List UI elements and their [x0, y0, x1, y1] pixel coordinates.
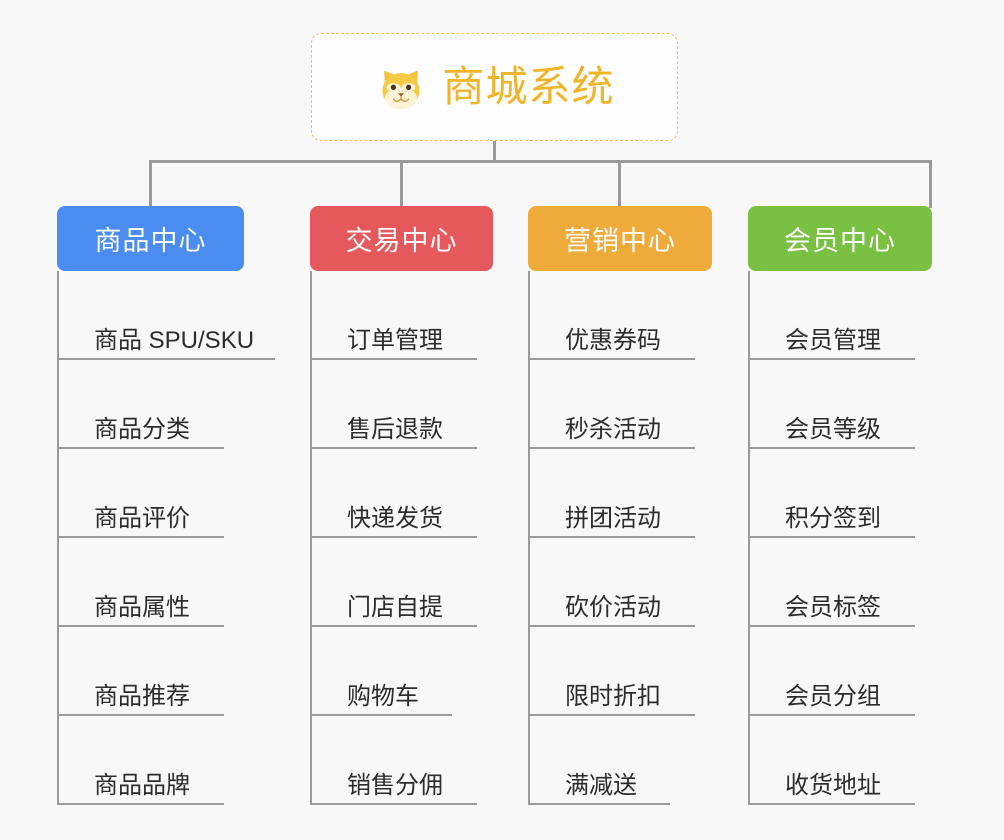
leaf-item[interactable]: 订单管理 [312, 271, 493, 360]
category-column-trade-center: 交易中心订单管理售后退款快递发货门店自提购物车销售分佣 [310, 206, 493, 805]
leaf-item[interactable]: 快递发货 [312, 449, 493, 538]
leaf-label: 秒杀活动 [565, 416, 661, 444]
leaf-label: 门店自提 [347, 594, 443, 622]
leaf-list-marketing-center: 优惠券码秒杀活动拼团活动砍价活动限时折扣满减送 [528, 271, 712, 805]
leaf-list-member-center: 会员管理会员等级积分签到会员标签会员分组收货地址 [748, 271, 932, 805]
category-label: 会员中心 [784, 226, 896, 256]
leaf-underline [312, 714, 452, 716]
leaf-underline [750, 447, 915, 449]
category-header-trade-center[interactable]: 交易中心 [310, 206, 493, 271]
leaf-list-product-center: 商品 SPU/SKU 商品分类商品评价商品属性商品推荐商品品牌 [57, 271, 275, 805]
leaf-label: 会员标签 [785, 594, 881, 622]
leaf-item[interactable]: 商品属性 [59, 538, 244, 627]
leaf-underline [530, 447, 695, 449]
leaf-underline [530, 358, 695, 360]
leaf-underline [530, 536, 695, 538]
leaf-label: 商品 SPU/SKU [94, 327, 255, 355]
leaf-label: 快递发货 [347, 505, 443, 533]
leaf-item[interactable]: 会员等级 [750, 360, 932, 449]
connector-drop-3 [929, 160, 932, 208]
leaf-item[interactable]: 限时折扣 [530, 627, 712, 716]
leaf-item[interactable]: 商品品牌 [59, 716, 244, 805]
connector-root-stem [493, 141, 496, 162]
root-node[interactable]: 商城系统 [311, 33, 678, 141]
leaf-item[interactable]: 商品 SPU/SKU [59, 271, 275, 360]
category-header-product-center[interactable]: 商品中心 [57, 206, 244, 271]
leaf-underline [312, 358, 477, 360]
category-label: 营销中心 [564, 226, 676, 256]
leaf-item[interactable]: 门店自提 [312, 538, 493, 627]
leaf-label: 收货地址 [785, 772, 881, 800]
leaf-underline [59, 447, 224, 449]
leaf-label: 商品推荐 [94, 683, 190, 711]
leaf-label: 销售分佣 [347, 772, 443, 800]
leaf-underline [59, 803, 224, 805]
leaf-list-trade-center: 订单管理售后退款快递发货门店自提购物车销售分佣 [310, 271, 493, 805]
leaf-underline [530, 625, 695, 627]
leaf-underline [312, 625, 477, 627]
category-header-member-center[interactable]: 会员中心 [748, 206, 932, 271]
connector-drop-1 [400, 160, 403, 208]
leaf-underline [750, 536, 915, 538]
leaf-label: 商品品牌 [94, 772, 190, 800]
leaf-item[interactable]: 购物车 [312, 627, 493, 716]
leaf-label: 拼团活动 [565, 505, 661, 533]
leaf-underline [530, 803, 670, 805]
leaf-item[interactable]: 会员分组 [750, 627, 932, 716]
leaf-label: 购物车 [347, 683, 419, 711]
leaf-item[interactable]: 商品分类 [59, 360, 244, 449]
leaf-item[interactable]: 砍价活动 [530, 538, 712, 627]
leaf-label: 会员分组 [785, 683, 881, 711]
category-label: 交易中心 [345, 226, 458, 256]
leaf-label: 满减送 [565, 772, 637, 800]
leaf-underline [312, 447, 477, 449]
leaf-item[interactable]: 拼团活动 [530, 449, 712, 538]
leaf-item[interactable]: 商品推荐 [59, 627, 244, 716]
leaf-underline [750, 714, 915, 716]
leaf-label: 会员管理 [785, 327, 881, 355]
leaf-item[interactable]: 积分签到 [750, 449, 932, 538]
leaf-label: 订单管理 [347, 327, 443, 355]
leaf-label: 砍价活动 [565, 594, 661, 622]
connector-drop-2 [618, 160, 621, 208]
category-column-member-center: 会员中心会员管理会员等级积分签到会员标签会员分组收货地址 [748, 206, 932, 805]
leaf-item[interactable]: 满减送 [530, 716, 712, 805]
leaf-item[interactable]: 会员标签 [750, 538, 932, 627]
leaf-underline [59, 358, 275, 360]
connector-bus [149, 160, 932, 163]
category-header-marketing-center[interactable]: 营销中心 [528, 206, 712, 271]
leaf-underline [312, 536, 477, 538]
category-column-product-center: 商品中心商品 SPU/SKU 商品分类商品评价商品属性商品推荐商品品牌 [57, 206, 275, 805]
leaf-underline [750, 625, 915, 627]
shiba-dog-icon [374, 62, 428, 116]
leaf-label: 限时折扣 [565, 683, 661, 711]
leaf-underline [750, 358, 915, 360]
root-title: 商城系统 [442, 63, 615, 110]
leaf-underline [59, 625, 224, 627]
leaf-underline [312, 803, 477, 805]
leaf-underline [59, 714, 224, 716]
leaf-label: 商品评价 [94, 505, 190, 533]
leaf-item[interactable]: 优惠券码 [530, 271, 712, 360]
leaf-label: 商品属性 [94, 594, 190, 622]
connector-drop-0 [149, 160, 152, 208]
leaf-label: 商品分类 [94, 416, 190, 444]
leaf-label: 优惠券码 [565, 327, 661, 355]
leaf-item[interactable]: 收货地址 [750, 716, 932, 805]
leaf-label: 积分签到 [785, 505, 881, 533]
leaf-label: 会员等级 [785, 416, 881, 444]
leaf-underline [530, 714, 695, 716]
leaf-label: 售后退款 [347, 416, 443, 444]
leaf-item[interactable]: 销售分佣 [312, 716, 493, 805]
category-column-marketing-center: 营销中心优惠券码秒杀活动拼团活动砍价活动限时折扣满减送 [528, 206, 712, 805]
leaf-underline [59, 536, 224, 538]
leaf-item[interactable]: 会员管理 [750, 271, 932, 360]
leaf-item[interactable]: 售后退款 [312, 360, 493, 449]
leaf-item[interactable]: 商品评价 [59, 449, 244, 538]
leaf-underline [750, 803, 915, 805]
category-label: 商品中心 [94, 226, 207, 256]
leaf-item[interactable]: 秒杀活动 [530, 360, 712, 449]
